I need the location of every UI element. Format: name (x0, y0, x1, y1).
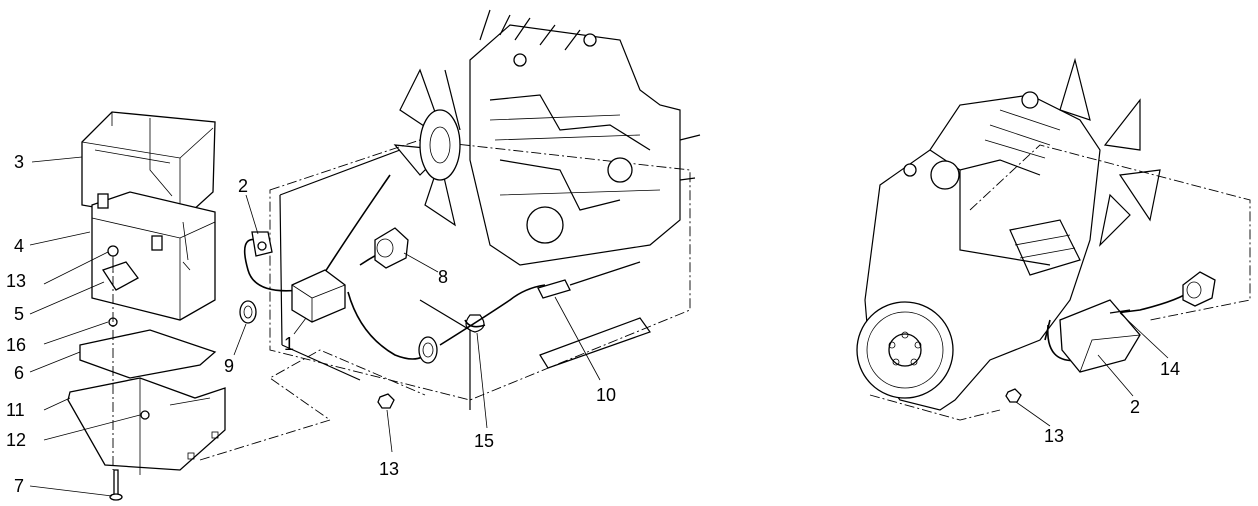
connector-plug (374, 227, 409, 269)
wire-harness (243, 174, 546, 360)
engine-right (856, 57, 1251, 421)
callout-3: 3 (14, 152, 25, 172)
nut-right (1005, 388, 1022, 403)
callout-14: 14 (1160, 359, 1181, 379)
callout-2-right: 2 (1130, 397, 1141, 417)
callout-12: 12 (6, 430, 27, 450)
connector-plug-right (1182, 271, 1216, 307)
callout-7: 7 (14, 476, 25, 496)
carriage-bolt (109, 469, 123, 501)
callout-8: 8 (438, 267, 449, 287)
callout-9: 9 (224, 356, 235, 376)
tray-alignment-line (199, 349, 426, 461)
callout-13-battery: 13 (6, 271, 27, 291)
engine-left (269, 9, 701, 410)
callout-16: 16 (6, 335, 27, 355)
harness-grommet-right (418, 336, 438, 364)
battery-tray (67, 329, 226, 475)
leader-lines (29, 156, 1169, 497)
battery (91, 191, 216, 321)
callout-6: 6 (14, 363, 25, 383)
callout-13-right: 13 (1044, 426, 1065, 446)
battery-cover (81, 111, 216, 223)
cable-tie (465, 314, 485, 333)
callout-2-left: 2 (238, 176, 249, 196)
callout-11: 11 (6, 400, 25, 420)
callout-13-center: 13 (379, 459, 400, 479)
callout-1: 1 (284, 334, 295, 354)
engine-fan (393, 68, 461, 227)
grommet (239, 300, 257, 324)
fuse-block (291, 269, 346, 323)
flywheel (856, 301, 954, 399)
bracket-right (1059, 299, 1141, 373)
nut-lower (377, 393, 395, 409)
sensor-lead (537, 261, 641, 299)
hold-down-clamp (102, 245, 139, 327)
callout-10: 10 (596, 385, 617, 405)
relay-connector (251, 231, 273, 257)
callout-15: 15 (474, 431, 495, 451)
callout-4: 4 (14, 236, 25, 256)
callout-5: 5 (14, 304, 25, 324)
